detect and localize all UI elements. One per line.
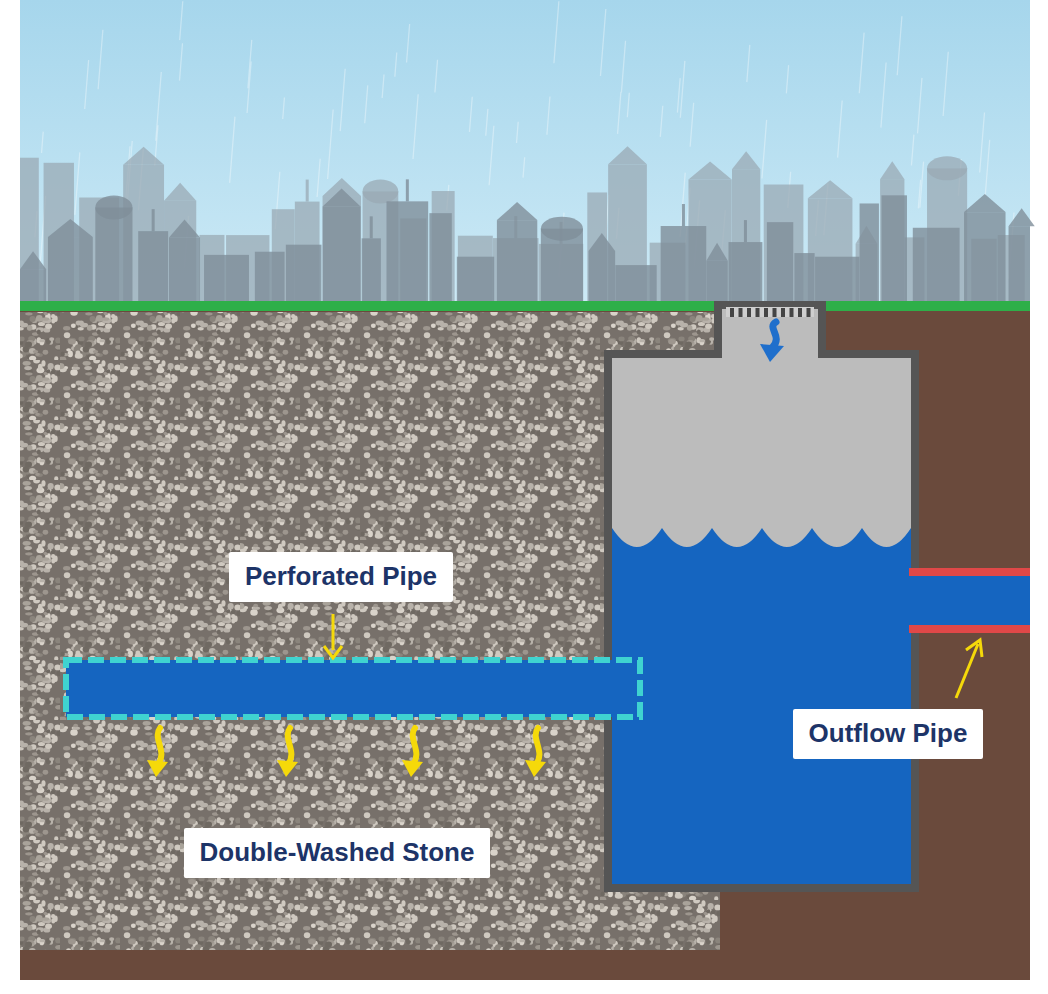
catch-basin bbox=[608, 305, 915, 888]
infiltration-arrow-head bbox=[402, 760, 423, 777]
inflow-arrow-head bbox=[760, 344, 784, 362]
outflow-pipe bbox=[909, 572, 1030, 629]
infiltration-arrow-head bbox=[525, 760, 546, 777]
skyline-back bbox=[20, 146, 1025, 305]
leader-arrow-head bbox=[966, 640, 982, 657]
skyline-front bbox=[20, 179, 1035, 305]
leader-arrow bbox=[956, 644, 978, 698]
grate-slots bbox=[730, 308, 811, 317]
part-label: Outflow Pipe bbox=[793, 709, 984, 759]
infiltration-arrow-head bbox=[277, 760, 298, 777]
infiltration-arrow bbox=[288, 728, 292, 764]
outflow-pipe-wall bbox=[909, 568, 1030, 576]
water bbox=[612, 528, 911, 884]
perforated-pipe bbox=[66, 660, 640, 717]
infiltration-arrow bbox=[536, 728, 540, 764]
inflow-arrow bbox=[772, 322, 776, 348]
part-label: Perforated Pipe bbox=[229, 552, 453, 602]
grass-line bbox=[20, 301, 1030, 311]
grate bbox=[726, 307, 814, 317]
infiltration-arrow-head bbox=[147, 760, 168, 777]
infiltration-arrow bbox=[413, 728, 417, 764]
part-label: Double-Washed Stone bbox=[184, 828, 491, 878]
outflow-pipe-wall bbox=[909, 625, 1030, 633]
leader-arrow bbox=[332, 614, 335, 650]
leader-arrow-head bbox=[324, 646, 342, 658]
infiltration-arrow bbox=[158, 728, 162, 764]
sky bbox=[20, 0, 1030, 310]
